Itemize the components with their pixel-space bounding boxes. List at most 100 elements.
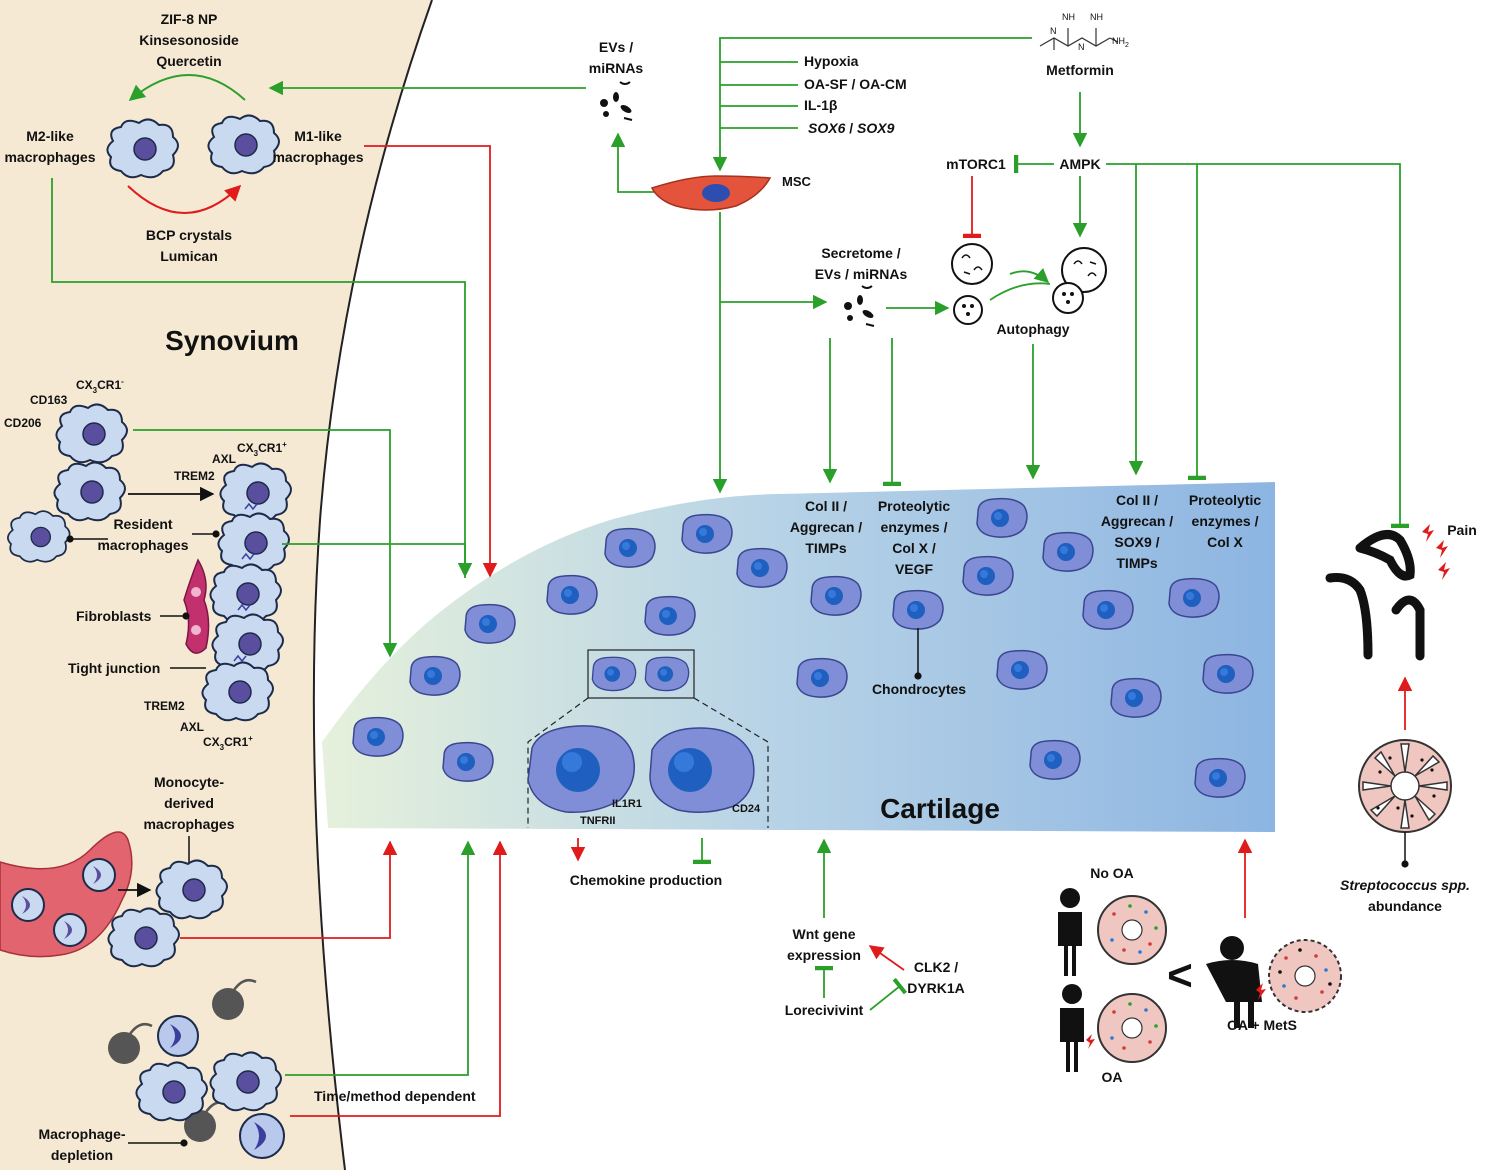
svg-text:CLK2 /: CLK2 / [914,959,958,975]
less-than-symbol: < [1167,951,1193,1000]
col-block-2: Col II / Aggrecan / SOX9 / TIMPs [1101,492,1173,571]
zoom-box [587,649,695,699]
lining-macrophage-1 [219,462,292,523]
monocytes-in-vessel [11,858,116,947]
monocyte-label: Monocyte- derived macrophages [143,774,234,832]
clk2-to-wnt-arrow [868,945,905,971]
depletion-red-arrow [290,840,508,1117]
marker-cx3cr1-pos-top: CX3CR1+ [237,440,287,458]
stimulus-oa-sf: OA-SF / OA-CM [804,76,907,92]
chondrocyte [1194,757,1246,798]
resident-label: Resident macrophages [97,516,188,553]
oa-mets-label: OA + MetS [1227,1017,1297,1033]
resident-macrophage-small [6,510,71,563]
msc-label: MSC [782,174,812,189]
svg-text:macrophages: macrophages [97,537,188,553]
m1-to-cartilage-arrow [364,145,498,578]
svg-text:AXL: AXL [212,452,236,466]
svg-text:ZIF-8 NP: ZIF-8 NP [161,11,218,27]
svg-text:enzymes /: enzymes / [881,519,948,535]
svg-text:BCP crystals: BCP crystals [146,227,232,243]
secretome-label: Secretome / EVs / miRNAs [815,245,908,282]
svg-text:EVs /: EVs / [599,39,633,55]
chondrocyte [409,655,461,696]
lining-to-cartilage-arrow [282,543,466,578]
svg-text:NH2: NH2 [1112,36,1129,49]
tnfrii-label: TNFRII [580,815,615,827]
svg-text:N: N [1050,26,1057,36]
cx3cr1-neg-to-cartilage-arrow [133,429,398,658]
svg-text:VEGF: VEGF [895,561,934,577]
chondrocyte [464,603,516,644]
knee-icon [1325,530,1425,661]
cd24-label: CD24 [732,803,761,815]
svg-text:depletion: depletion [51,1147,113,1163]
evs-top-label: EVs / miRNAs [589,39,644,76]
chondrocyte [352,716,404,757]
marker-cx3cr1-neg: CX3CR1- [76,377,124,395]
chondrocyte [1110,677,1162,718]
chondrocyte [442,741,494,782]
svg-text:Aggrecan /: Aggrecan / [790,519,862,535]
chondrocyte [644,656,690,692]
chemokine-label: Chemokine production [570,872,722,888]
clk2-label: CLK2 / DYRK1A [907,959,965,996]
svg-text:N: N [1078,42,1085,52]
fibroblasts-shape [183,558,210,654]
chondrocyte [644,595,696,636]
chondrocyte [1202,653,1254,694]
no-oa-label: No OA [1090,865,1134,881]
resident-macrophage-middle [53,461,126,522]
metformin-label: Metformin [1046,62,1114,78]
chondrocyte [604,527,656,568]
lorecivivint-label: Lorecivivint [785,1002,864,1018]
svg-text:abundance: abundance [1368,898,1442,914]
msc-nucleus [702,184,730,202]
prot-block-1: Proteolytic enzymes / Col X / VEGF [878,498,951,577]
il1r1-label: IL1R1 [612,798,642,810]
svg-text:Col II /: Col II / [805,498,847,514]
chondrocyte [892,589,944,630]
lining-macrophage-5 [201,661,274,722]
mtorc1-label: mTORC1 [946,156,1006,172]
time-method-label: Time/method dependent [314,1088,476,1104]
svg-text:Secretome /: Secretome / [821,245,900,261]
chondrocyte [681,513,733,554]
chondrocyte [546,574,598,615]
depletion-label: Macrophage- depletion [38,1126,125,1163]
svg-text:Wnt gene: Wnt gene [793,926,856,942]
marker-trem2-top: TREM2 [174,469,215,483]
svg-text:Col II /: Col II / [1116,492,1158,508]
zoom-lines [527,697,769,828]
chondrocyte [1029,739,1081,780]
svg-text:Macrophage-: Macrophage- [38,1126,125,1142]
m2-macrophage [106,118,179,179]
fibroblasts-label: Fibroblasts [76,608,152,624]
svg-text:EVs / miRNAs: EVs / miRNAs [815,266,908,282]
tight-junction-marks [233,502,258,663]
svg-text:M2-like: M2-like [26,128,74,144]
oa-label: OA [1102,1069,1123,1085]
svg-text:Quercetin: Quercetin [156,53,221,69]
svg-text:Streptococcus spp.: Streptococcus spp. [1340,877,1470,893]
person-oa [1060,984,1095,1072]
svg-text:Proteolytic: Proteolytic [878,498,951,514]
autophagy-fusion-arrow-2 [989,282,1051,301]
tight-junction-label: Tight junction [68,660,160,676]
svg-text:macrophages: macrophages [272,149,363,165]
msc-to-evs-arrow [610,132,654,193]
polarizers-label: BCP crystals Lumican [146,227,232,264]
svg-text:Aggrecan /: Aggrecan / [1101,513,1173,529]
chondrocyte [736,547,788,588]
strep-label: Streptococcus spp. abundance [1340,877,1470,914]
chondrocyte [1168,577,1220,618]
svg-text:Monocyte-: Monocyte- [154,774,224,790]
svg-text:Kinsesonoside: Kinsesonoside [139,32,239,48]
m2-to-m1-arrow [127,184,242,214]
wnt-gene-label: Wnt gene expression [787,926,861,963]
m1-label: M1-like macrophages [272,128,363,165]
svg-text:Col X: Col X [1207,534,1243,550]
ampk-label: AMPK [1059,156,1100,172]
